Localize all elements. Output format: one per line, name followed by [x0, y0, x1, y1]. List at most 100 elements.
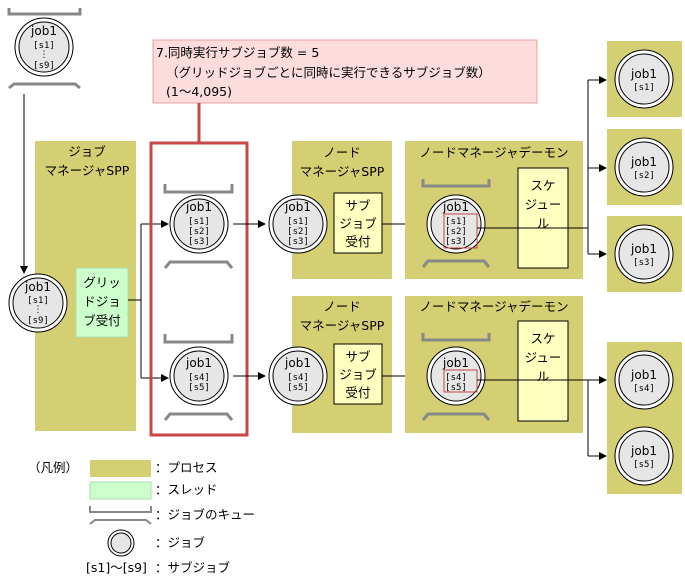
output-process-s2: job1 [s2]: [607, 129, 682, 205]
legend-queue-label: ：ジョブのキュー: [155, 507, 255, 522]
daemon-lower-job-name: job1: [442, 356, 469, 370]
node-manager-daemon-lower: ノードマネージャデーモン スケ ジュー ル: [405, 296, 583, 433]
output-process-s4: job1 [s4]: [607, 342, 682, 418]
legend-job-label: ：ジョブ: [155, 535, 206, 550]
legend-thread-label: ：スレッド: [155, 482, 218, 497]
lower-queue: job1 [s4] [s5]: [163, 334, 234, 421]
manager-job-subjob: [s9]: [27, 316, 49, 326]
legend: （凡例） ：プロセス ：スレッド ：ジョブのキュー ：ジョブ [s1]～[s9]…: [28, 460, 255, 575]
input-job-queue: job1 [s1] ⋮ [s9]: [7, 8, 82, 90]
upper-queue-subjob: [s1]: [188, 217, 210, 227]
daemon-title: ノードマネージャデーモン: [419, 145, 568, 160]
lower-queue-subjob: [s5]: [188, 383, 210, 393]
legend-thread-swatch: [89, 481, 152, 500]
node-lower-subjob: [s5]: [287, 383, 309, 393]
subjob-receive-line3: 受付: [345, 234, 370, 249]
scheduler-line2: ジュー: [525, 350, 562, 365]
note-line2: （グリッドジョブごとに同時に実行できるサブジョブ数）: [166, 65, 491, 80]
node-manager-title-2: マネージャSPP: [300, 164, 385, 179]
node-manager-title-2: マネージャSPP: [300, 318, 385, 333]
job-manager-title-2: マネージャSPP: [45, 163, 130, 178]
legend-subjob-key: [s1]～[s9]: [86, 560, 147, 575]
node-lower-subjob: [s4]: [287, 373, 309, 383]
output-job-name: job1: [630, 67, 657, 81]
legend-title: （凡例）: [28, 460, 78, 475]
note-line1: 7.同時実行サブジョブ数 = 5: [156, 45, 319, 60]
daemon-title: ノードマネージャデーモン: [419, 299, 568, 314]
output-job-name: job1: [630, 242, 657, 256]
upper-queue-subjob: [s3]: [188, 237, 210, 247]
job-manager-title-1: ジョブ: [68, 144, 106, 159]
manager-job-subjob: ⋮: [34, 305, 43, 315]
grid-receive-line2: ドジョ: [83, 294, 121, 309]
legend-process-swatch: [90, 460, 151, 477]
scheduler-line1: スケ: [530, 331, 555, 346]
manager-job-name: job1: [24, 280, 51, 294]
note-box: 7.同時実行サブジョブ数 = 5 （グリッドジョブごとに同時に実行できるサブジョ…: [152, 39, 538, 104]
legend-process-label: ：プロセス: [155, 460, 218, 475]
input-job-subjob: [s9]: [33, 61, 55, 71]
lower-queue-job-name: job1: [185, 356, 212, 370]
node-upper-job: job1 [s1] [s2] [s3]: [268, 194, 328, 254]
node-manager-spp-upper: ノード マネージャSPP サブ ジョブ 受付: [292, 141, 392, 279]
grid-receive-line3: ブ受付: [83, 313, 121, 328]
output-subjob: [s3]: [633, 258, 655, 268]
output-process-s1: job1 [s1]: [607, 41, 682, 117]
manager-job: job1 [s1] ⋮ [s9]: [8, 273, 68, 333]
input-job-name: job1: [30, 24, 57, 38]
concurrent-subjob-region: [149, 141, 249, 437]
grid-receive-line1: グリッ: [83, 275, 121, 290]
output-subjob: [s2]: [633, 171, 655, 181]
node-lower-job-name: job1: [284, 356, 311, 370]
lower-queue-subjob: [s4]: [188, 373, 210, 383]
output-job-name: job1: [630, 155, 657, 169]
subjob-receive-lower: [333, 343, 383, 405]
node-upper-subjob: [s1]: [287, 217, 309, 227]
daemon-lower-job: job1 [s4] [s5]: [426, 346, 486, 406]
node-lower-job: job1 [s4] [s5]: [268, 346, 328, 406]
upper-queue-subjob: [s2]: [188, 227, 210, 237]
grid-job-receive-thread: グリッ ドジョ ブ受付: [75, 267, 129, 338]
output-job-name: job1: [630, 444, 657, 458]
node-upper-subjob: [s3]: [287, 237, 309, 247]
output-process-s3: job1 [s3]: [607, 216, 682, 292]
manager-job-subjob: [s1]: [27, 296, 49, 306]
node-manager-title-1: ノード: [323, 299, 361, 314]
legend-queue-swatch-top: [89, 506, 152, 513]
scheduler-line2: ジュー: [525, 197, 562, 212]
dispatch-highlight: [443, 369, 478, 393]
output-subjob: [s5]: [633, 460, 655, 470]
scheduler-line3: ル: [537, 216, 550, 231]
subjob-receive-line2: ジョブ: [339, 367, 377, 382]
output-subjob: [s4]: [633, 384, 655, 394]
daemon-lower-subjob: [s4]: [445, 373, 467, 383]
legend-subjob-label: ：サブジョブ: [155, 560, 231, 575]
legend-queue-swatch-bottom: [89, 519, 152, 525]
node-manager-title-1: ノード: [323, 145, 361, 160]
scheduler-line3: ル: [537, 369, 550, 384]
output-job-name: job1: [630, 368, 657, 382]
daemon-upper-job-name: job1: [442, 200, 469, 214]
note-line3: (1～4,095): [166, 84, 232, 99]
node-upper-job-name: job1: [284, 200, 311, 214]
upper-queue: job1 [s1] [s2] [s3]: [163, 184, 234, 269]
daemon-upper-subjob: [s2]: [445, 227, 467, 237]
subjob-receive-line1: サブ: [345, 349, 371, 364]
input-job-subjob: [s1]: [33, 41, 55, 51]
subjob-receive-line2: ジョブ: [339, 216, 377, 231]
daemon-upper-subjob: [s1]: [445, 217, 467, 227]
daemon-lower-subjob: [s5]: [445, 383, 467, 393]
scheduler-line1: スケ: [530, 178, 555, 193]
scheduler-upper: [517, 167, 569, 269]
daemon-upper-job: job1 [s1] [s2] [s3]: [426, 194, 486, 254]
dispatch-highlight: [443, 213, 478, 249]
node-upper-subjob: [s2]: [287, 227, 309, 237]
subjob-receive-line3: 受付: [345, 385, 370, 400]
input-job-subjob: ⋮: [40, 50, 49, 60]
scheduler-lower: [517, 320, 569, 422]
output-subjob: [s1]: [633, 83, 655, 93]
split-arrows: [128, 220, 169, 382]
upper-queue-job-name: job1: [185, 200, 212, 214]
subjob-receive-upper: [333, 192, 383, 254]
